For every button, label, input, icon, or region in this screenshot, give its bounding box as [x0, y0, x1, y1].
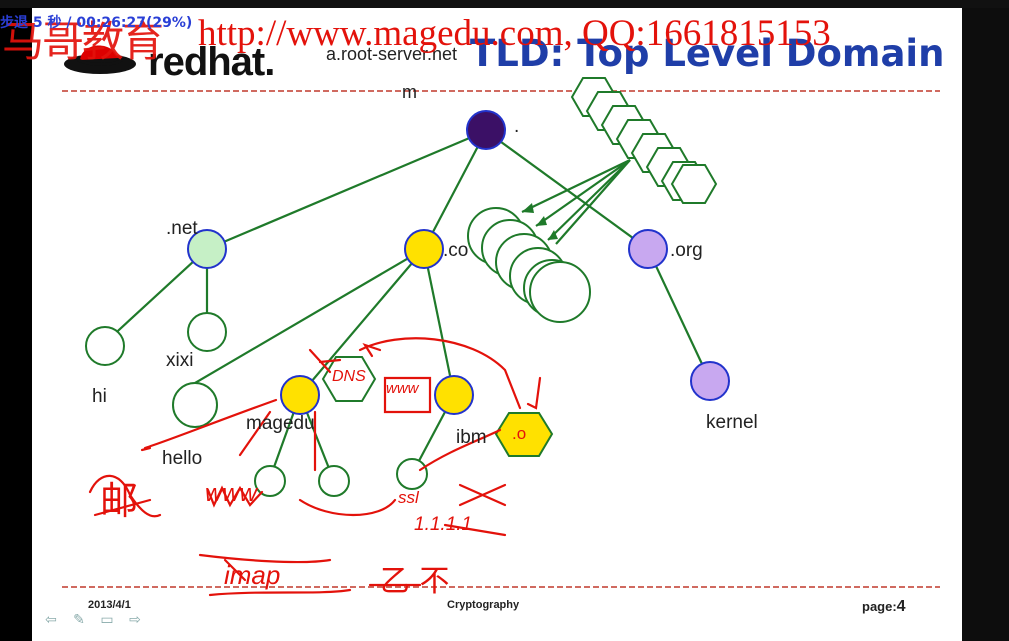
dns-annotation: DNS [332, 368, 366, 385]
page-number: 4 [896, 598, 906, 615]
hi-node [85, 326, 125, 366]
imap-annotation: imap [224, 560, 281, 590]
ssl-annotation: ssl [398, 488, 419, 507]
footer-date: 2013/4/1 [88, 599, 131, 611]
tld-server-circles [467, 207, 591, 323]
hex-dot-annotation: .o [512, 424, 527, 443]
www-annotation: www [205, 480, 257, 507]
hi-label: hi [92, 386, 107, 407]
page-label: page: [862, 599, 897, 614]
mail-annotation: 邮 [100, 479, 139, 523]
xixi-label: xixi [166, 350, 194, 371]
root-hint-hexagon [494, 412, 554, 457]
xixi-node [187, 312, 227, 352]
pen-icon[interactable]: ✎ [73, 611, 85, 627]
root-server-hexagons [570, 77, 718, 204]
root-node [466, 110, 506, 150]
com-label: .co [443, 240, 469, 261]
slide-nav-bar: ⇦ ✎ ▭ ⇨ [42, 612, 144, 626]
arrowheads [522, 203, 558, 240]
dns-hexagon [321, 356, 377, 402]
ibm-child-node [396, 458, 428, 490]
ibm-label: ibm [456, 427, 487, 448]
root-dot-label: . [514, 116, 520, 137]
back-arrow-icon[interactable]: ⇦ [45, 611, 57, 627]
net-node [187, 229, 227, 269]
hello-node [172, 382, 218, 428]
forward-arrow-icon[interactable]: ⇨ [129, 611, 141, 627]
handwritten-chars: 乙 不 [380, 564, 450, 599]
magedu-child-node [318, 465, 350, 497]
magedu-www-node [254, 465, 286, 497]
menu-icon[interactable]: ▭ [100, 611, 114, 627]
kernel-node [690, 361, 730, 401]
top-strip [0, 0, 1009, 8]
redhat-logo-text: redhat. [148, 40, 275, 84]
redhat-hat-icon [64, 45, 136, 74]
kernel-label: kernel [706, 412, 758, 433]
handwritten-annotations [88, 337, 542, 597]
hello-label: hello [162, 448, 203, 469]
net-label: .net [166, 218, 198, 239]
watermark-chinese: 马哥教育 [2, 17, 164, 66]
root-server-label: a.root-server.net [326, 44, 458, 64]
footer-title: Cryptography [447, 599, 520, 611]
com-node [404, 229, 444, 269]
right-dark-margin [962, 8, 1009, 641]
footer-page: page:4 [862, 598, 906, 616]
www-box-annotation: www [386, 380, 419, 397]
org-label: .org [670, 240, 703, 261]
ibm-node [434, 375, 474, 415]
org-node [628, 229, 668, 269]
playback-status: 步退 5 秒 / 00:26:27(29%) [0, 15, 193, 31]
root-server-suffix: m [402, 82, 417, 102]
magedu-label: magedu [246, 413, 315, 434]
magedu-node [280, 375, 320, 415]
slide-heading: TLD: Top Level Domain [470, 32, 945, 75]
ip-annotation: 1.1.1.1 [414, 514, 473, 535]
watermark-url: http://www.magedu.com, QQ:1661815153 [198, 13, 831, 54]
